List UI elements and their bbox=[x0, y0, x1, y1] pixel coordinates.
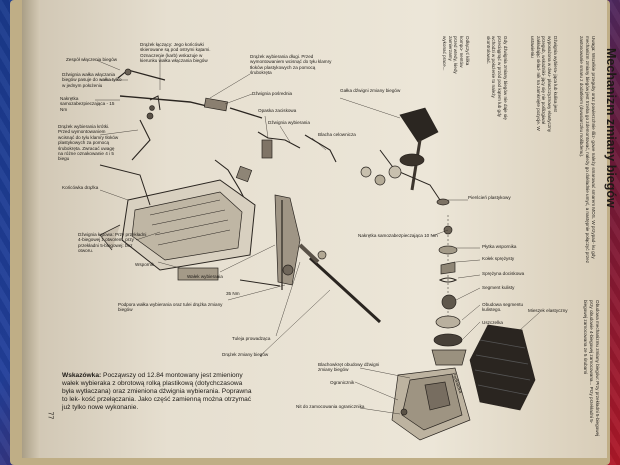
label-intermediate-lever: Dźwignia pośrednia bbox=[252, 91, 293, 96]
label-pressure-spring: Sprężyna dociskowa bbox=[482, 271, 525, 276]
label-connecting-rod: Drążek łączący: Jego końcówki skierowane… bbox=[140, 42, 211, 64]
label-short-selector-rod: Drążek wybierania krótki. Przed wymontow… bbox=[58, 124, 119, 162]
intermediate-lever bbox=[203, 97, 228, 112]
ball-segment bbox=[441, 294, 457, 310]
plastic-ring bbox=[436, 198, 450, 206]
selector-rod-top bbox=[117, 69, 166, 81]
bracket-part bbox=[177, 267, 219, 281]
side-note: Obudowa mechanizmu zmiany biegów: Przy p… bbox=[583, 300, 600, 437]
text-column-1: Uwaga: Wszelkie przeguby oraz powierzchn… bbox=[579, 36, 596, 263]
label-gear-stick: Drążek zmiany biegów bbox=[222, 352, 269, 357]
bushing-part bbox=[124, 68, 132, 76]
label-nut-10nm: Nakrętka samozabezpieczająca 10 Nm bbox=[358, 233, 438, 238]
label-seal: Uszczelka bbox=[482, 320, 503, 325]
label-angle-lever: Dźwignia kątowa: Przy przekładni 4-biego… bbox=[78, 232, 147, 254]
label-selector-lever: Dźwignia wybierania bbox=[268, 120, 310, 125]
gear-stick-rod bbox=[308, 256, 382, 324]
label-plastic-ring: Pierścień plastykowy bbox=[468, 195, 511, 200]
label-shift-assembly: Zespół włączenia biegów bbox=[66, 57, 118, 62]
label-selector-shaft: Wałek wybierania bbox=[187, 274, 223, 279]
label-guide-sleeve: Tuleja prowadząca bbox=[232, 336, 271, 341]
label-rod-end: Końcówka drążka bbox=[62, 185, 99, 190]
rubber-boot bbox=[469, 324, 536, 411]
label-ball-segment: Segment kulisty bbox=[482, 285, 515, 290]
label-shift-lever-note: Dźwignia wałka włączania biegów pasuje d… bbox=[62, 72, 122, 88]
page-title: Mechanizm zmiany biegów bbox=[604, 48, 618, 208]
label-clamp-band: Opaska zaciskowa bbox=[258, 108, 297, 113]
clamp-band bbox=[261, 139, 273, 159]
note-body: Począwszy od 12.84 montowany jest zmieni… bbox=[62, 372, 252, 411]
label-rubber-boot: Mieszek elastyczny bbox=[528, 308, 568, 313]
label-housing-screw: Blachowkręt obudowy dźwigni zmiany biegó… bbox=[318, 362, 380, 373]
label-long-selector-rod: Drążek wybierania długi. Przed wymontowa… bbox=[250, 54, 332, 76]
page-number: 77 bbox=[46, 411, 54, 420]
note-block: Wskazówka: Począwszy od 12.84 montowany … bbox=[62, 372, 252, 412]
seal bbox=[433, 333, 463, 347]
selector-shaft-support bbox=[274, 194, 301, 286]
label-spring-pin: Kołek sprężysty bbox=[482, 256, 515, 261]
label-torque-35nm: 35 Nm bbox=[226, 291, 240, 296]
short-selector-rod bbox=[131, 119, 151, 161]
text-column-4: Odłączyć kilka kompo- nentów przed wtedy… bbox=[441, 36, 470, 74]
label-nut-15nm: Nakrętka samozabezpieczająca - 15 Nm bbox=[60, 96, 115, 112]
label-gear-knob: Gałka dźwigni zmiany biegów bbox=[340, 88, 401, 93]
label-shaft-support: Podpora wałka wybierania oraz tulei drąż… bbox=[118, 302, 223, 313]
label-segment-housing: Obudowa segmentu kulistego. bbox=[482, 302, 524, 313]
note-heading: Wskazówka: bbox=[62, 372, 102, 379]
label-locating-plate: Blacha celownicza bbox=[318, 132, 356, 137]
label-bracket-plate: Płytka wspornika bbox=[482, 244, 517, 249]
pressure-spring bbox=[438, 277, 458, 283]
text-column-2: Dźwignia wybiera- jąca lub kulisa jest w… bbox=[529, 36, 558, 132]
page-gutter bbox=[22, 0, 40, 458]
gear-knob bbox=[399, 107, 439, 143]
connecting-rod bbox=[119, 95, 216, 109]
label-limiter: Ogranicznik bbox=[330, 380, 355, 385]
label-limiter-rivet: Nit do zamocowania ogranicznika bbox=[296, 404, 365, 409]
text-column-3: Gdy dźwignia zmiany biegów nie daje się … bbox=[485, 36, 508, 120]
label-bracket: Wspornik bbox=[135, 262, 155, 267]
